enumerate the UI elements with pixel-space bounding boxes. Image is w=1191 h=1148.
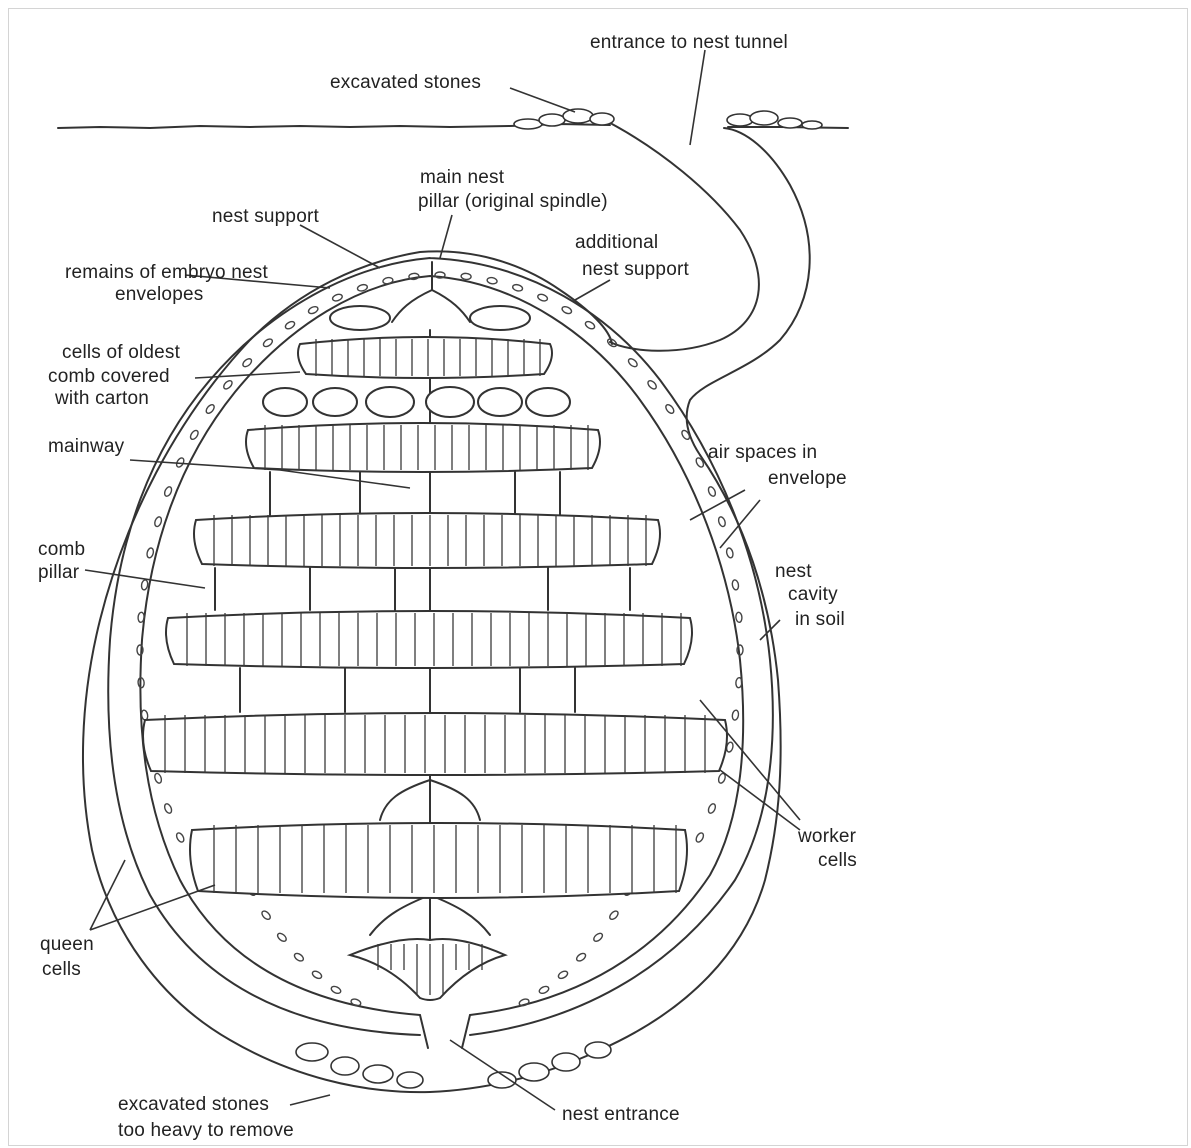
label-nest-cavity-line1: nest (775, 561, 812, 582)
label-nest-support: nest support (212, 206, 319, 227)
nest-entrance-opening (420, 1015, 470, 1048)
ground-surface-line (58, 124, 848, 128)
comb-4 (166, 611, 692, 668)
label-embryo-envelopes-line2: envelopes (115, 284, 203, 305)
label-additional-support-line2: nest support (582, 259, 689, 280)
label-cells-carton-line1: cells of oldest (62, 342, 181, 363)
label-air-spaces-line1: air spaces in (708, 442, 817, 463)
label-worker-cells-line1: worker (797, 826, 857, 847)
label-excavated-stones-bottom-line2: too heavy to remove (118, 1120, 294, 1141)
label-nest-entrance: nest entrance (562, 1104, 680, 1125)
label-main-nest-pillar-line1: main nest (420, 167, 505, 188)
comb-6 (190, 823, 687, 898)
label-worker-cells-line2: cells (818, 850, 857, 871)
bottom-stones (296, 1042, 611, 1088)
label-embryo-envelopes-line1: remains of embryo nest (65, 262, 268, 283)
label-air-spaces-line2: envelope (768, 468, 847, 489)
label-additional-support-line1: additional (575, 232, 658, 253)
label-comb-pillar-line1: comb (38, 539, 85, 560)
comb-1 (298, 337, 552, 378)
label-excavated-stones-bottom-line1: excavated stones (118, 1094, 269, 1115)
label-entrance-tunnel: entrance to nest tunnel (590, 32, 788, 53)
comb-5 (143, 713, 727, 775)
label-nest-cavity-line3: in soil (795, 609, 845, 630)
queen-comb-small (350, 939, 505, 1000)
label-nest-cavity-line2: cavity (788, 584, 838, 605)
comb-2 (246, 423, 600, 472)
label-main-nest-pillar-line2: pillar (original spindle) (418, 191, 608, 212)
combs-group (143, 337, 727, 1000)
label-cells-carton-line3: with carton (54, 388, 149, 409)
label-cells-carton-line2: comb covered (48, 366, 170, 387)
label-excavated-stones-top: excavated stones (330, 72, 481, 93)
label-comb-pillar-line2: pillar (38, 562, 80, 583)
comb-3 (194, 513, 660, 568)
main-nest-pillar (392, 262, 470, 322)
entrance-tunnel-inner-wall (687, 128, 810, 455)
label-queen-cells-line1: queen (40, 934, 94, 955)
label-queen-cells-line2: cells (42, 959, 81, 980)
label-mainway: mainway (48, 436, 125, 457)
